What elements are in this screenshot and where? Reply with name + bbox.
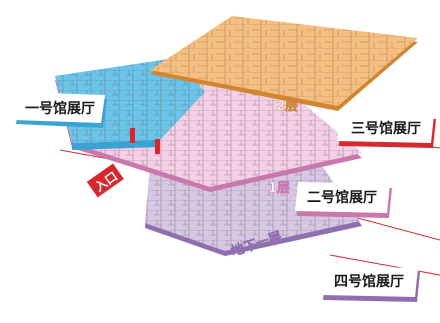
hall1-label: 一号馆展厅 <box>25 100 95 117</box>
entrance-pillars <box>130 128 160 154</box>
floor-2f-label: 2层 <box>276 99 298 114</box>
entrance-sign: 入口 <box>86 163 124 198</box>
floor-2f-slab <box>150 16 418 111</box>
hall4-label: 四号馆展厅 <box>334 273 404 290</box>
hall2-label: 二号馆展厅 <box>307 189 377 206</box>
hall3-plate: 三号馆展厅 <box>337 113 436 148</box>
hall1-plate: 一号馆展厅 <box>14 92 107 128</box>
floor-1f-label: 1层 <box>268 181 290 196</box>
hall4-plate: 四号馆展厅 <box>321 266 420 302</box>
hall3-label: 三号馆展厅 <box>351 120 421 137</box>
hall2-plate: 二号馆展厅 <box>295 182 392 218</box>
